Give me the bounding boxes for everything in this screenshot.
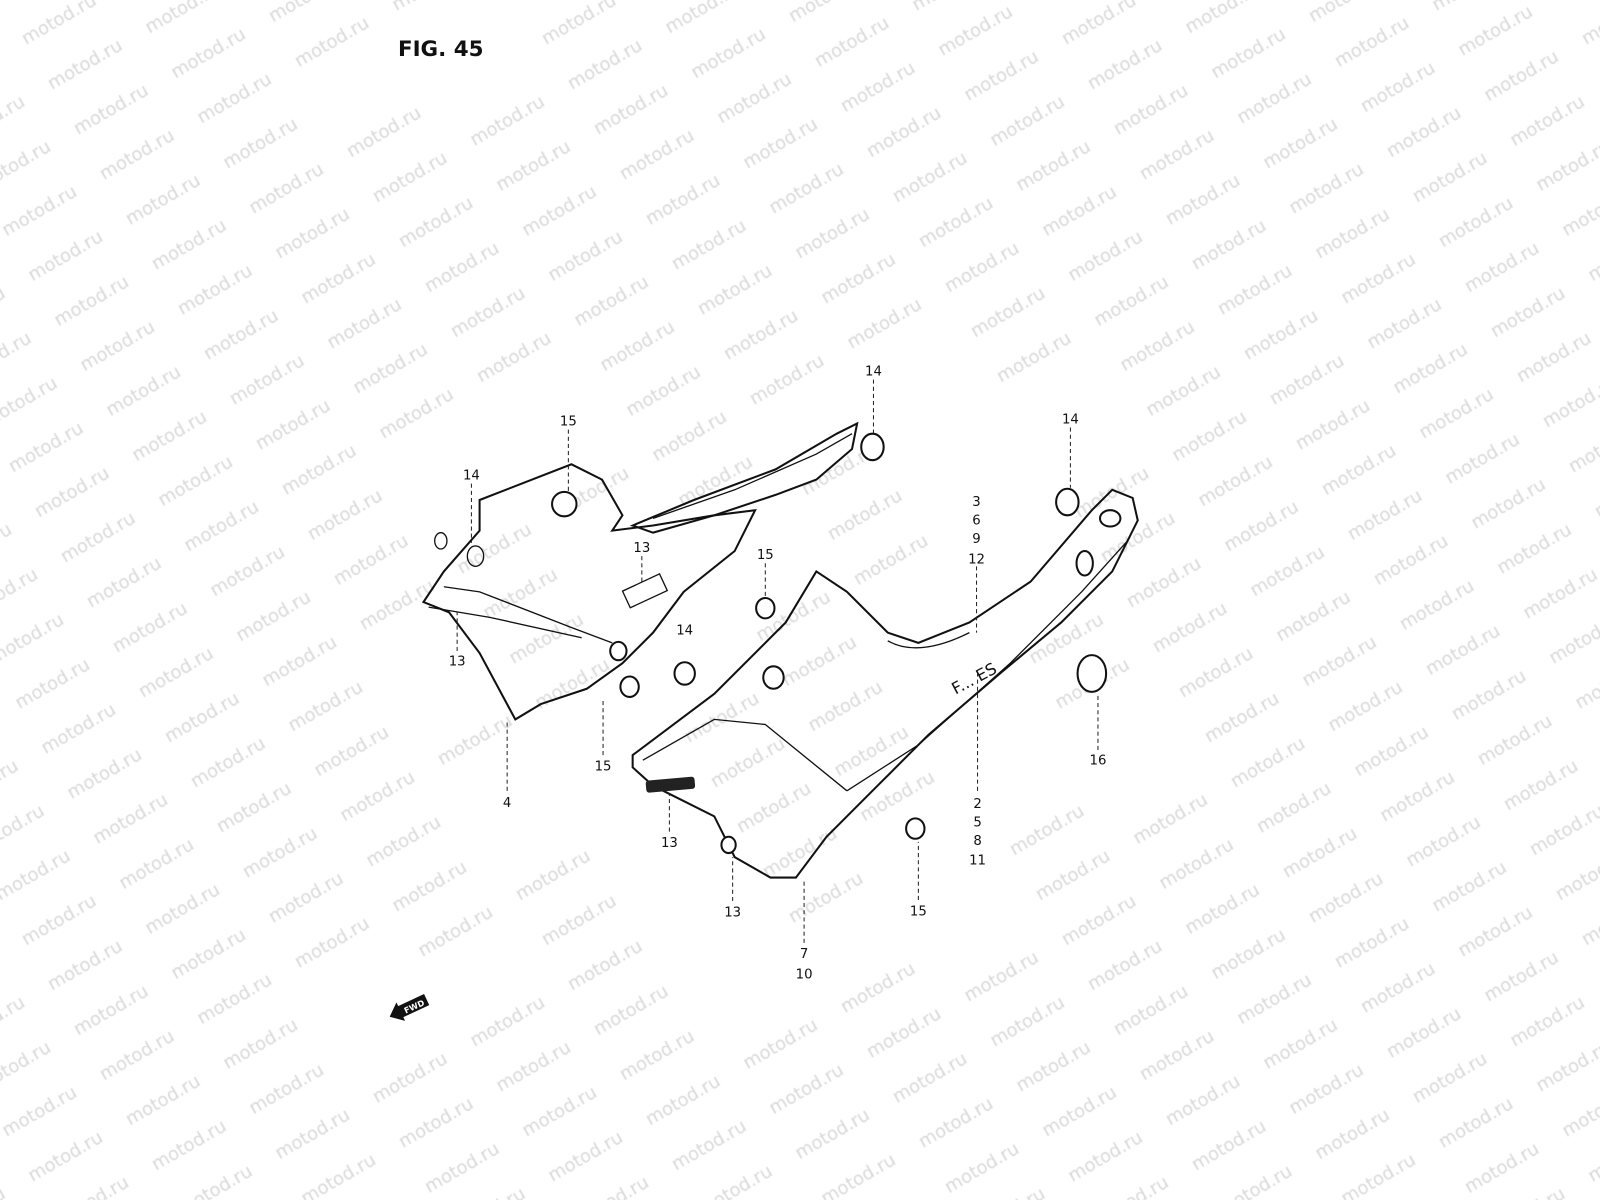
callout-14: 14 xyxy=(676,624,693,639)
callouts: 14 15 14 14 3 6 9 12 13 15 14 13 15 4 16… xyxy=(449,365,1107,983)
figure-title: FIG. 45 xyxy=(398,37,484,62)
callout-16: 16 xyxy=(1090,753,1107,768)
callout-15: 15 xyxy=(757,548,774,563)
right-side-cover: F... ES xyxy=(631,488,1139,879)
callout-12: 12 xyxy=(968,552,985,567)
left-frame-cover xyxy=(421,463,757,721)
callout-10: 10 xyxy=(796,968,813,983)
decal-text: F... ES xyxy=(948,659,999,698)
callout-4: 4 xyxy=(503,796,511,811)
callout-13: 13 xyxy=(661,836,678,851)
callout-14: 14 xyxy=(463,469,480,484)
callout-5: 5 xyxy=(973,816,981,831)
callout-2: 2 xyxy=(973,797,981,812)
callout-15: 15 xyxy=(560,415,577,430)
grommet-14 xyxy=(1055,487,1080,517)
callout-13: 13 xyxy=(449,654,466,669)
callout-11: 11 xyxy=(969,853,986,868)
callout-7: 7 xyxy=(800,947,808,962)
callout-8: 8 xyxy=(973,834,981,849)
upper-rail xyxy=(629,421,885,534)
callout-13: 13 xyxy=(724,905,741,920)
fwd-label: FWD xyxy=(402,997,426,1015)
callout-15: 15 xyxy=(910,904,927,919)
callout-14: 14 xyxy=(865,365,882,380)
fwd-arrow-icon: FWD xyxy=(389,993,430,1021)
grommet-16 xyxy=(1076,654,1108,693)
callout-6: 6 xyxy=(972,513,980,528)
leader-lines xyxy=(456,379,1099,943)
callout-9: 9 xyxy=(972,532,980,547)
callout-3: 3 xyxy=(972,495,980,510)
callout-14: 14 xyxy=(1062,412,1079,427)
callout-15: 15 xyxy=(595,759,612,774)
callout-13: 13 xyxy=(633,541,650,556)
